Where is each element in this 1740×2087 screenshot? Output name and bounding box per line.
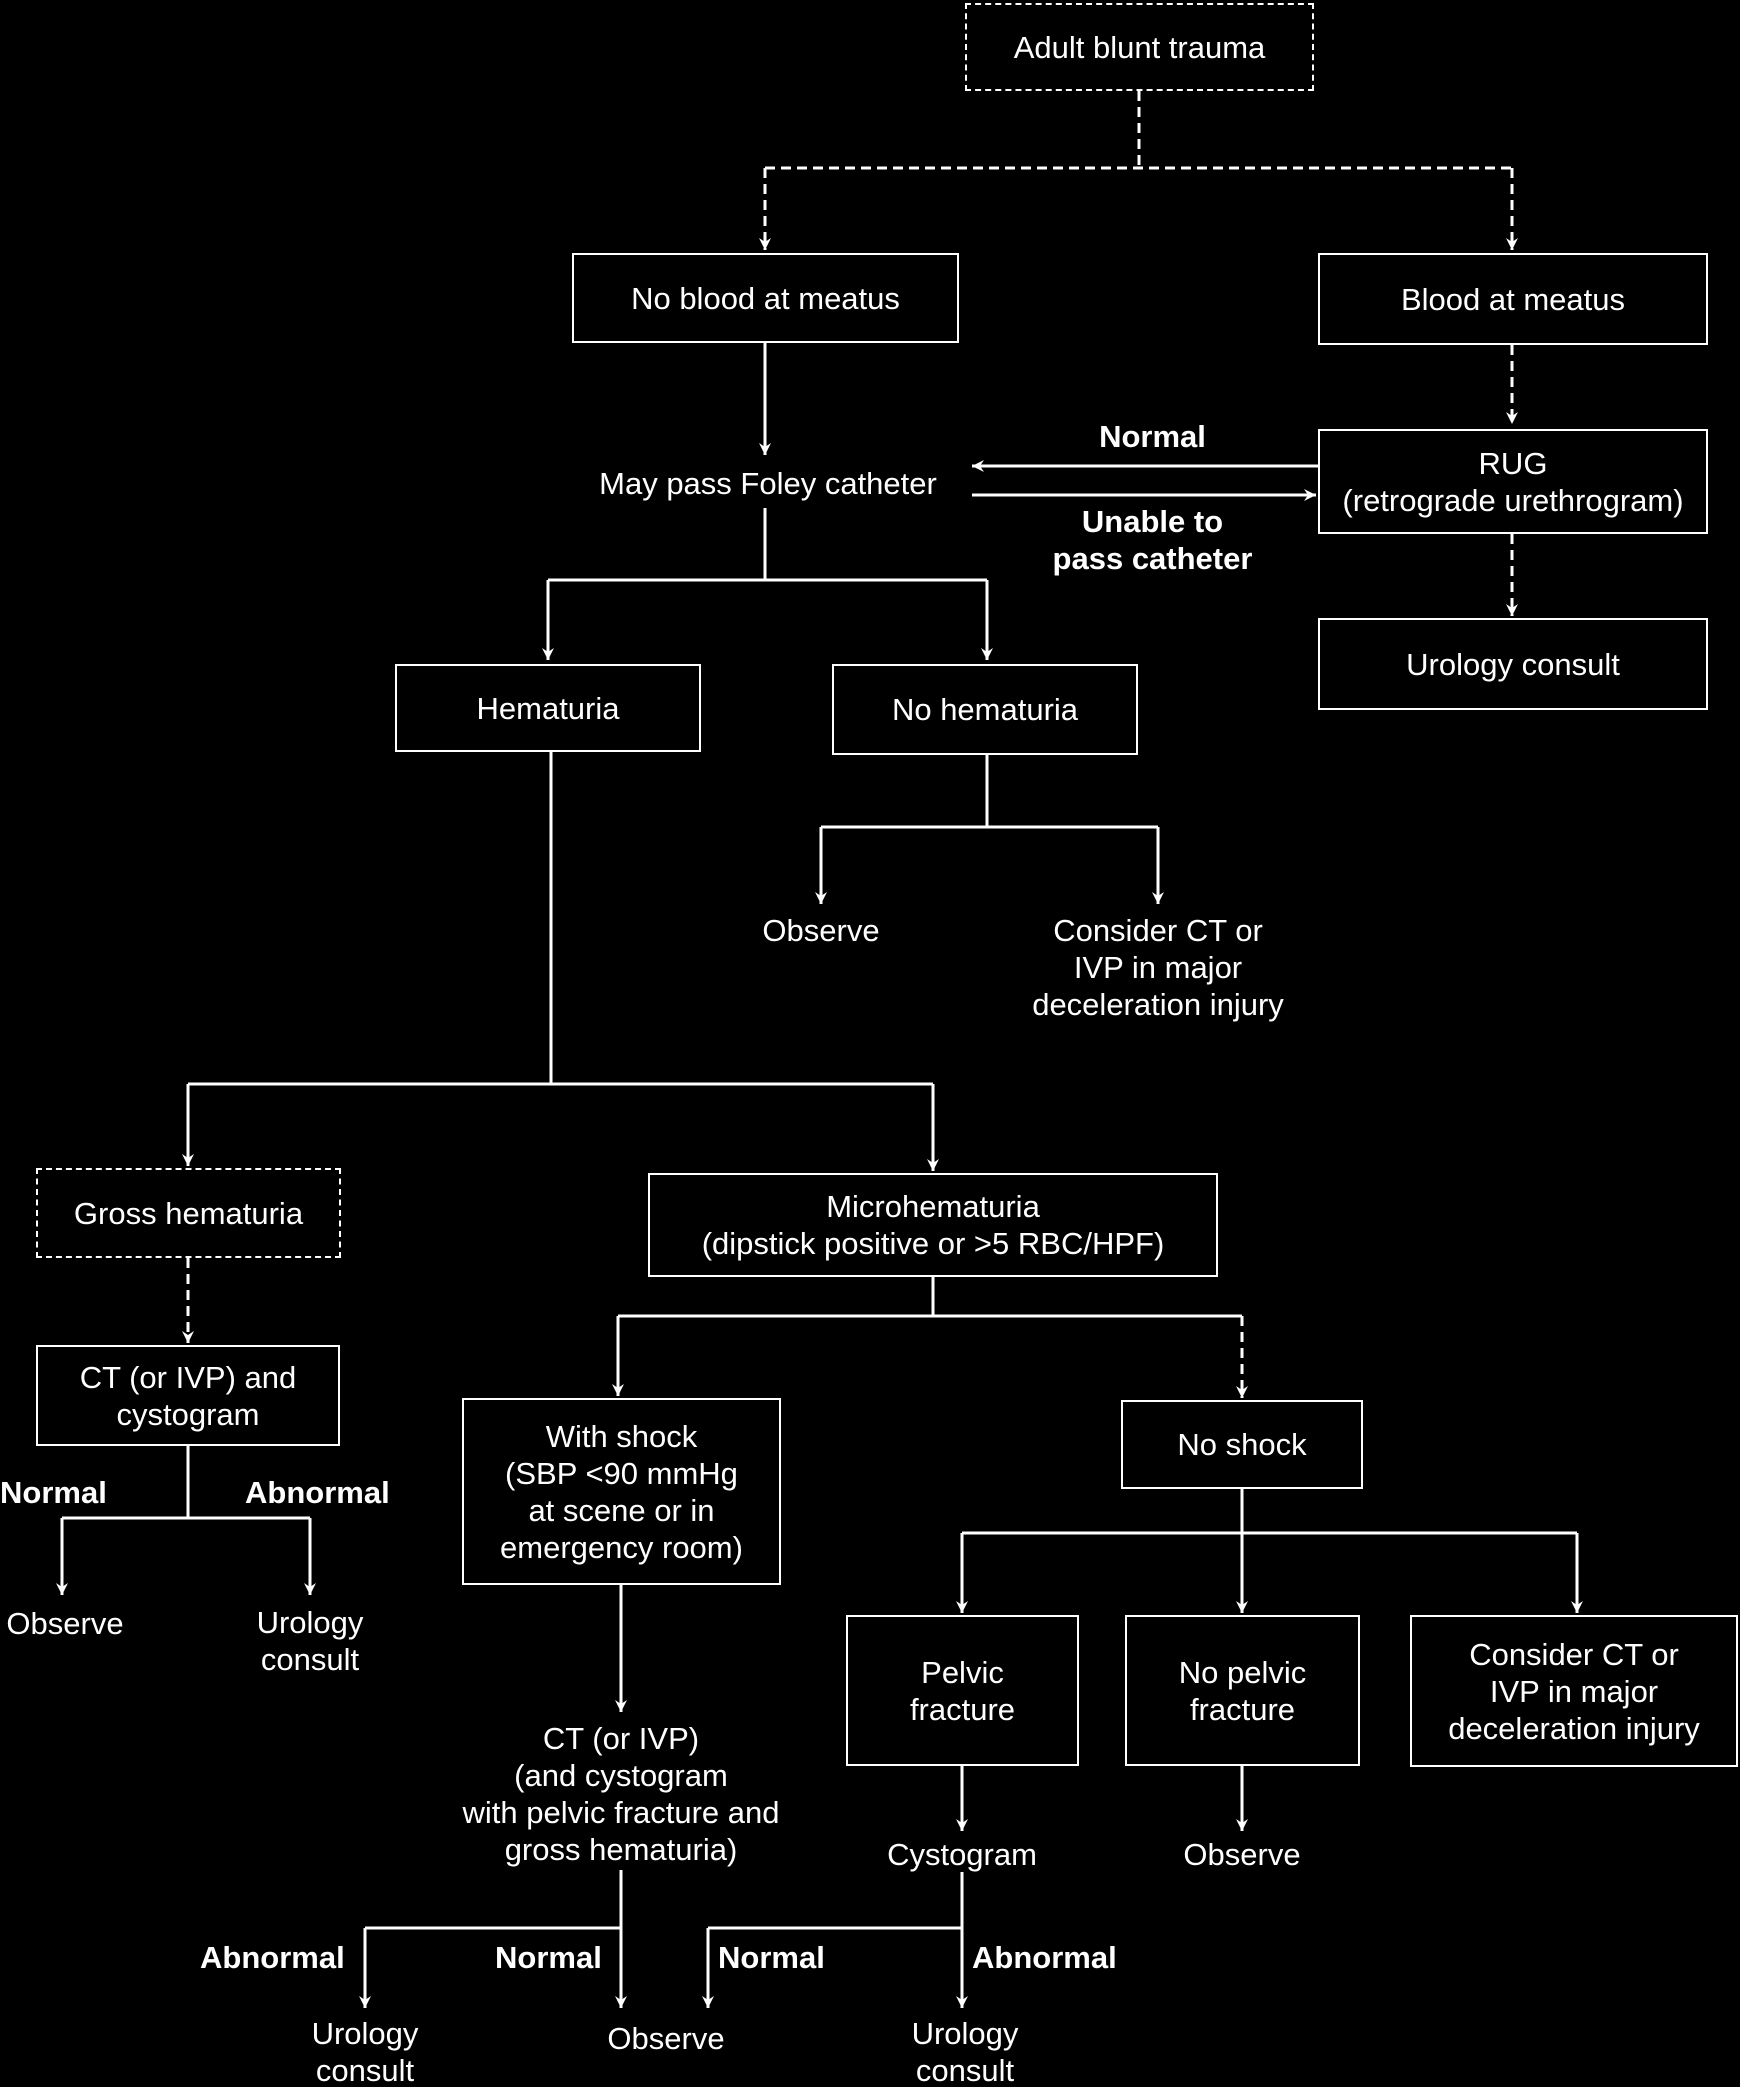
label-unable-to-pass: Unable to pass catheter [1052,504,1253,576]
node-urology-consult-shock: Urology consult [311,2015,419,2087]
node-urology-consult-top: Urology consult [1318,618,1708,710]
node-may-pass-foley: May pass Foley catheter [599,465,937,501]
node-adult-blunt-trauma: Adult blunt trauma [965,3,1314,91]
label-abnormal-cystogram: Abnormal [972,1940,1117,1975]
node-microhematuria: Microhematuria (dipstick positive or >5 … [648,1173,1218,1277]
node-rug: RUG (retrograde urethrogram) [1318,429,1708,534]
node-observe-bottom: Observe [607,2020,725,2056]
node-no-hematuria: No hematuria [832,664,1138,755]
node-ct-ivp-cystogram: CT (or IVP) and cystogram [36,1345,340,1446]
node-with-shock: With shock (SBP <90 mmHg at scene or in … [462,1398,781,1585]
node-no-pelvic-fracture: No pelvic fracture [1125,1615,1360,1766]
label-normal-rug: Normal [1099,419,1206,454]
node-cystogram: Cystogram [887,1836,1037,1872]
node-consider-ct-no-hematuria: Consider CT or IVP in major deceleration… [1032,912,1284,1022]
node-hematuria: Hematuria [395,664,701,752]
node-urology-consult-cystogram: Urology consult [911,2015,1019,2087]
label-abnormal-shock: Abnormal [200,1940,345,1975]
node-blood-at-meatus: Blood at meatus [1318,253,1708,345]
node-gross-hematuria: Gross hematuria [36,1168,341,1258]
label-normal-gross: Normal [0,1475,107,1510]
node-urology-consult-gross: Urology consult [256,1605,364,1677]
node-observe-gross: Observe [6,1605,124,1641]
label-normal-shock: Normal [495,1940,602,1975]
label-normal-cystogram: Normal [718,1940,825,1975]
node-no-shock: No shock [1121,1400,1363,1489]
label-abnormal-gross: Abnormal [245,1475,390,1510]
node-observe-no-hematuria: Observe [762,912,880,948]
node-pelvic-fracture: Pelvic fracture [846,1615,1079,1766]
node-observe-no-pelvic: Observe [1183,1836,1301,1872]
node-consider-ct-no-shock: Consider CT or IVP in major deceleration… [1410,1615,1738,1767]
node-ct-ivp-shock: CT (or IVP) (and cystogram with pelvic f… [462,1721,780,1867]
node-no-blood-at-meatus: No blood at meatus [572,253,959,343]
